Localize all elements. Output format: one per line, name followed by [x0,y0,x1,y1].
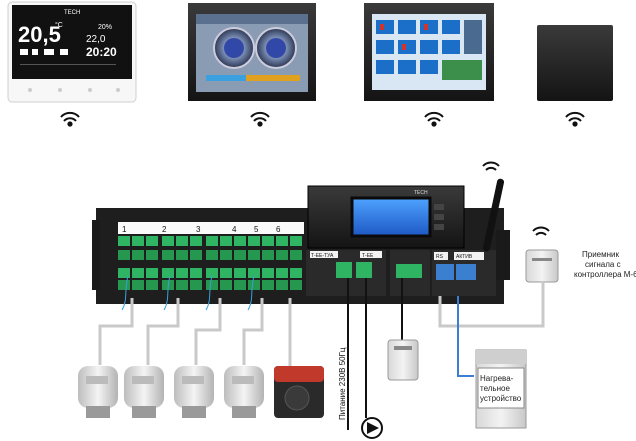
touch-panel [364,3,494,101]
terminal-block [132,236,144,246]
thermostat-time: 20:20 [86,45,117,59]
terminal-block [220,280,232,290]
terminal-block [206,280,218,290]
terminal-block [162,268,174,278]
temperature-sensor [387,339,419,381]
thermostat-panel: TECH 20,5 °C 22,0 20% 20:20 [7,1,137,103]
receiver-label-1: Приемник [582,250,620,259]
terminal-block [118,250,130,260]
thermostat-brand: TECH [64,10,80,16]
terminal-block [206,250,218,260]
wiring [98,275,545,430]
terminal-block [220,236,232,246]
terminal-block [248,250,260,260]
actuator-3 [174,366,214,418]
thermostat-unit: °C [55,21,63,29]
receiver-module [525,226,559,283]
terminal-block [276,268,288,278]
terminal-block [132,280,144,290]
terminal-block [234,280,246,290]
thermostat-humidity: 20% [98,24,112,31]
actuators [78,366,324,418]
terminal-block [290,236,302,246]
terminal-block [262,268,274,278]
terminal-block [146,268,158,278]
pump-icon [361,417,383,439]
terminal-block [162,236,174,246]
terminal-block [118,268,130,278]
terminal-block [190,268,202,278]
terminal-block [206,236,218,246]
terminal-block [276,250,288,260]
terminal-block [248,280,260,290]
controller-brand: TECH [414,190,428,196]
mixing-valve-actuator [274,366,324,418]
terminal-block [118,236,130,246]
actuator-1 [78,366,118,418]
heater-label-1: Нагрева- [480,374,514,383]
terminal-block [118,280,130,290]
terminal-block [146,280,158,290]
terminal-block [132,268,144,278]
terminal-block [132,250,144,260]
thermostat-setpoint: 22,0 [86,34,106,45]
terminal-block [234,236,246,246]
terminal-block [248,236,260,246]
module-label-mid: Т-ЕЕ [362,253,374,259]
terminal-block [262,280,274,290]
terminal-block [248,268,260,278]
thermostat-temp: 20,5 [18,22,61,47]
terminal-block [146,250,158,260]
controller: TECH Т-ЕЕ-ТУА Т-ЕЕ RS АКТИВ 1 2 3 4 5 6 [92,185,510,304]
terminal-block [220,250,232,260]
actuator-2 [124,366,164,418]
heating-device [475,349,527,429]
terminal-block [176,268,188,278]
terminal-block [176,280,188,290]
terminal-block [290,268,302,278]
zone-number: 6 [276,225,281,234]
receiver-label-3: контроллера М-6 [574,270,636,279]
receiver-label-2: сигнала с [585,260,621,269]
terminal-block [190,236,202,246]
zone-number: 1 [122,225,127,234]
terminal-block [176,250,188,260]
terminal-block [162,250,174,260]
module-label-right2: АКТИВ [456,254,473,260]
terminal-block [220,268,232,278]
zone-number: 3 [196,225,201,234]
module-label-left: Т-ЕЕ-ТУА [311,253,334,259]
power-label: Питание 230В 50Гц [338,347,347,420]
terminal-block [262,236,274,246]
terminal-block [290,280,302,290]
zone-number: 4 [232,225,237,234]
terminal-block [234,268,246,278]
terminal-block [290,250,302,260]
room-sensor-panel [537,25,613,101]
terminal-block [176,236,188,246]
terminal-block [262,250,274,260]
heater-label-2: тельное [480,384,510,393]
zone-number: 2 [162,225,167,234]
zone-number: 5 [254,225,259,234]
actuator-4 [224,366,264,418]
antenna-icon [482,161,505,252]
module-label-right: RS [436,254,444,260]
terminal-block [276,236,288,246]
terminal-block [146,236,158,246]
terminal-block [190,280,202,290]
terminal-block [234,250,246,260]
wifi-icon [60,111,585,127]
terminal-block [276,280,288,290]
heater-label-3: устройство [480,394,522,403]
terminal-block [206,268,218,278]
terminal-block [190,250,202,260]
gauge-panel [188,3,316,101]
